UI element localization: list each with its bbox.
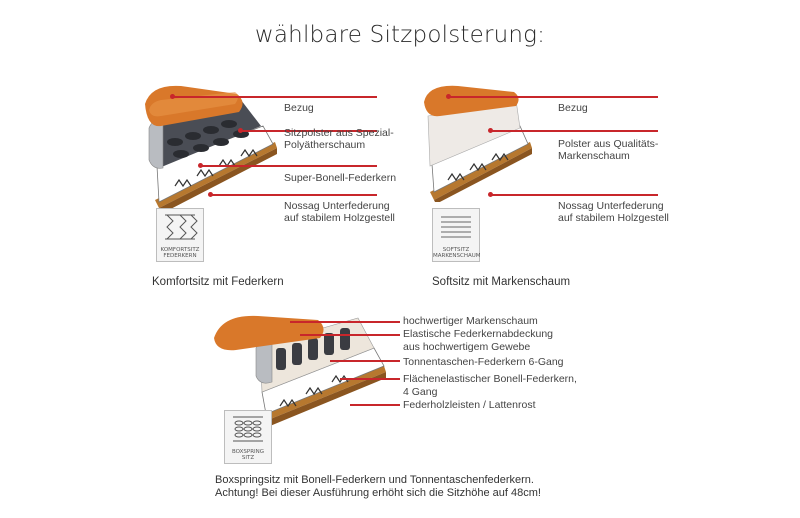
label-tonnentaschen: Tonnentaschen-Federkern 6-Gang bbox=[403, 356, 564, 368]
label-markenschaum: hochwertiger Markenschaum bbox=[403, 315, 538, 327]
leader-line bbox=[200, 165, 377, 167]
leader-dot bbox=[198, 163, 203, 168]
label-bezug: Bezug bbox=[558, 102, 588, 114]
leader-line bbox=[490, 130, 658, 132]
leader-line bbox=[240, 130, 377, 132]
note-warning: Achtung! Bei dieser Ausführung erhöht si… bbox=[215, 487, 541, 499]
badge-text: MARKENSCHAUM bbox=[433, 253, 481, 259]
label-holzgestell: auf stabilem Holzgestell bbox=[558, 212, 669, 224]
label-gang: 4 Gang bbox=[403, 386, 438, 398]
page-title: wählbare Sitzpolsterung: bbox=[254, 22, 546, 48]
leader-line bbox=[350, 404, 400, 406]
komfortsitz-badge: KOMFORTSITZ FEDERKERN bbox=[156, 208, 204, 262]
leader-line bbox=[340, 378, 400, 380]
leader-line bbox=[210, 194, 377, 196]
komfortsitz-illustration bbox=[145, 85, 277, 214]
boxspringsitz-badge: BOXSPRING SITZ bbox=[224, 410, 272, 464]
caption-softsitz: Softsitz mit Markenschaum bbox=[432, 276, 571, 288]
label-lattenrost: Federholzleisten / Lattenrost bbox=[403, 399, 536, 411]
leader-line bbox=[490, 194, 658, 196]
label-gewebe: aus hochwertigem Gewebe bbox=[403, 341, 531, 353]
pocket-spring-icon bbox=[233, 416, 263, 442]
leader-dot bbox=[238, 128, 243, 133]
badge-text: KOMFORTSITZ bbox=[160, 247, 200, 253]
badge-text: SITZ bbox=[241, 455, 255, 461]
label-bonell: Flächenelastischer Bonell-Federkern, bbox=[403, 373, 577, 385]
label-markenschaum: Markenschaum bbox=[558, 150, 630, 162]
boxspringsitz-illustration bbox=[214, 315, 386, 426]
softsitz-badge: SOFTSITZ MARKENSCHAUM bbox=[432, 208, 481, 262]
leader-dot bbox=[446, 94, 451, 99]
leader-dot bbox=[488, 128, 493, 133]
note-boxspring: Boxspringsitz mit Bonell-Federkern und T… bbox=[215, 474, 534, 486]
label-federkern: Super-Bonell-Federkern bbox=[284, 172, 397, 184]
label-holzgestell: auf stabilem Holzgestell bbox=[284, 212, 395, 224]
spring-icon bbox=[165, 214, 198, 240]
softsitz-illustration bbox=[424, 85, 532, 202]
label-unterfederung: Nossag Unterfederung bbox=[284, 200, 390, 212]
leader-dot bbox=[170, 94, 175, 99]
label-federkernabdeckung: Elastische Federkernabdeckung bbox=[403, 328, 554, 340]
label-polster: Polster aus Qualitäts- bbox=[558, 138, 659, 150]
foam-icon bbox=[441, 216, 471, 238]
leader-line bbox=[330, 360, 400, 362]
label-sitzpolster: Sitzpolster aus Spezial- bbox=[284, 127, 394, 139]
label-bezug: Bezug bbox=[284, 102, 314, 114]
leader-line bbox=[300, 334, 400, 336]
badge-text: FEDERKERN bbox=[163, 253, 197, 259]
leader-line bbox=[172, 96, 377, 98]
caption-komfortsitz: Komfortsitz mit Federkern bbox=[152, 276, 284, 288]
leader-line bbox=[448, 96, 658, 98]
leader-line bbox=[290, 321, 400, 323]
label-polyaetherschaum: Polyätherschaum bbox=[284, 139, 366, 151]
leader-dot bbox=[488, 192, 493, 197]
label-unterfederung: Nossag Unterfederung bbox=[558, 200, 664, 212]
badge-text: BOXSPRING bbox=[231, 449, 265, 455]
badge-text: SOFTSITZ bbox=[442, 247, 470, 253]
leader-dot bbox=[208, 192, 213, 197]
